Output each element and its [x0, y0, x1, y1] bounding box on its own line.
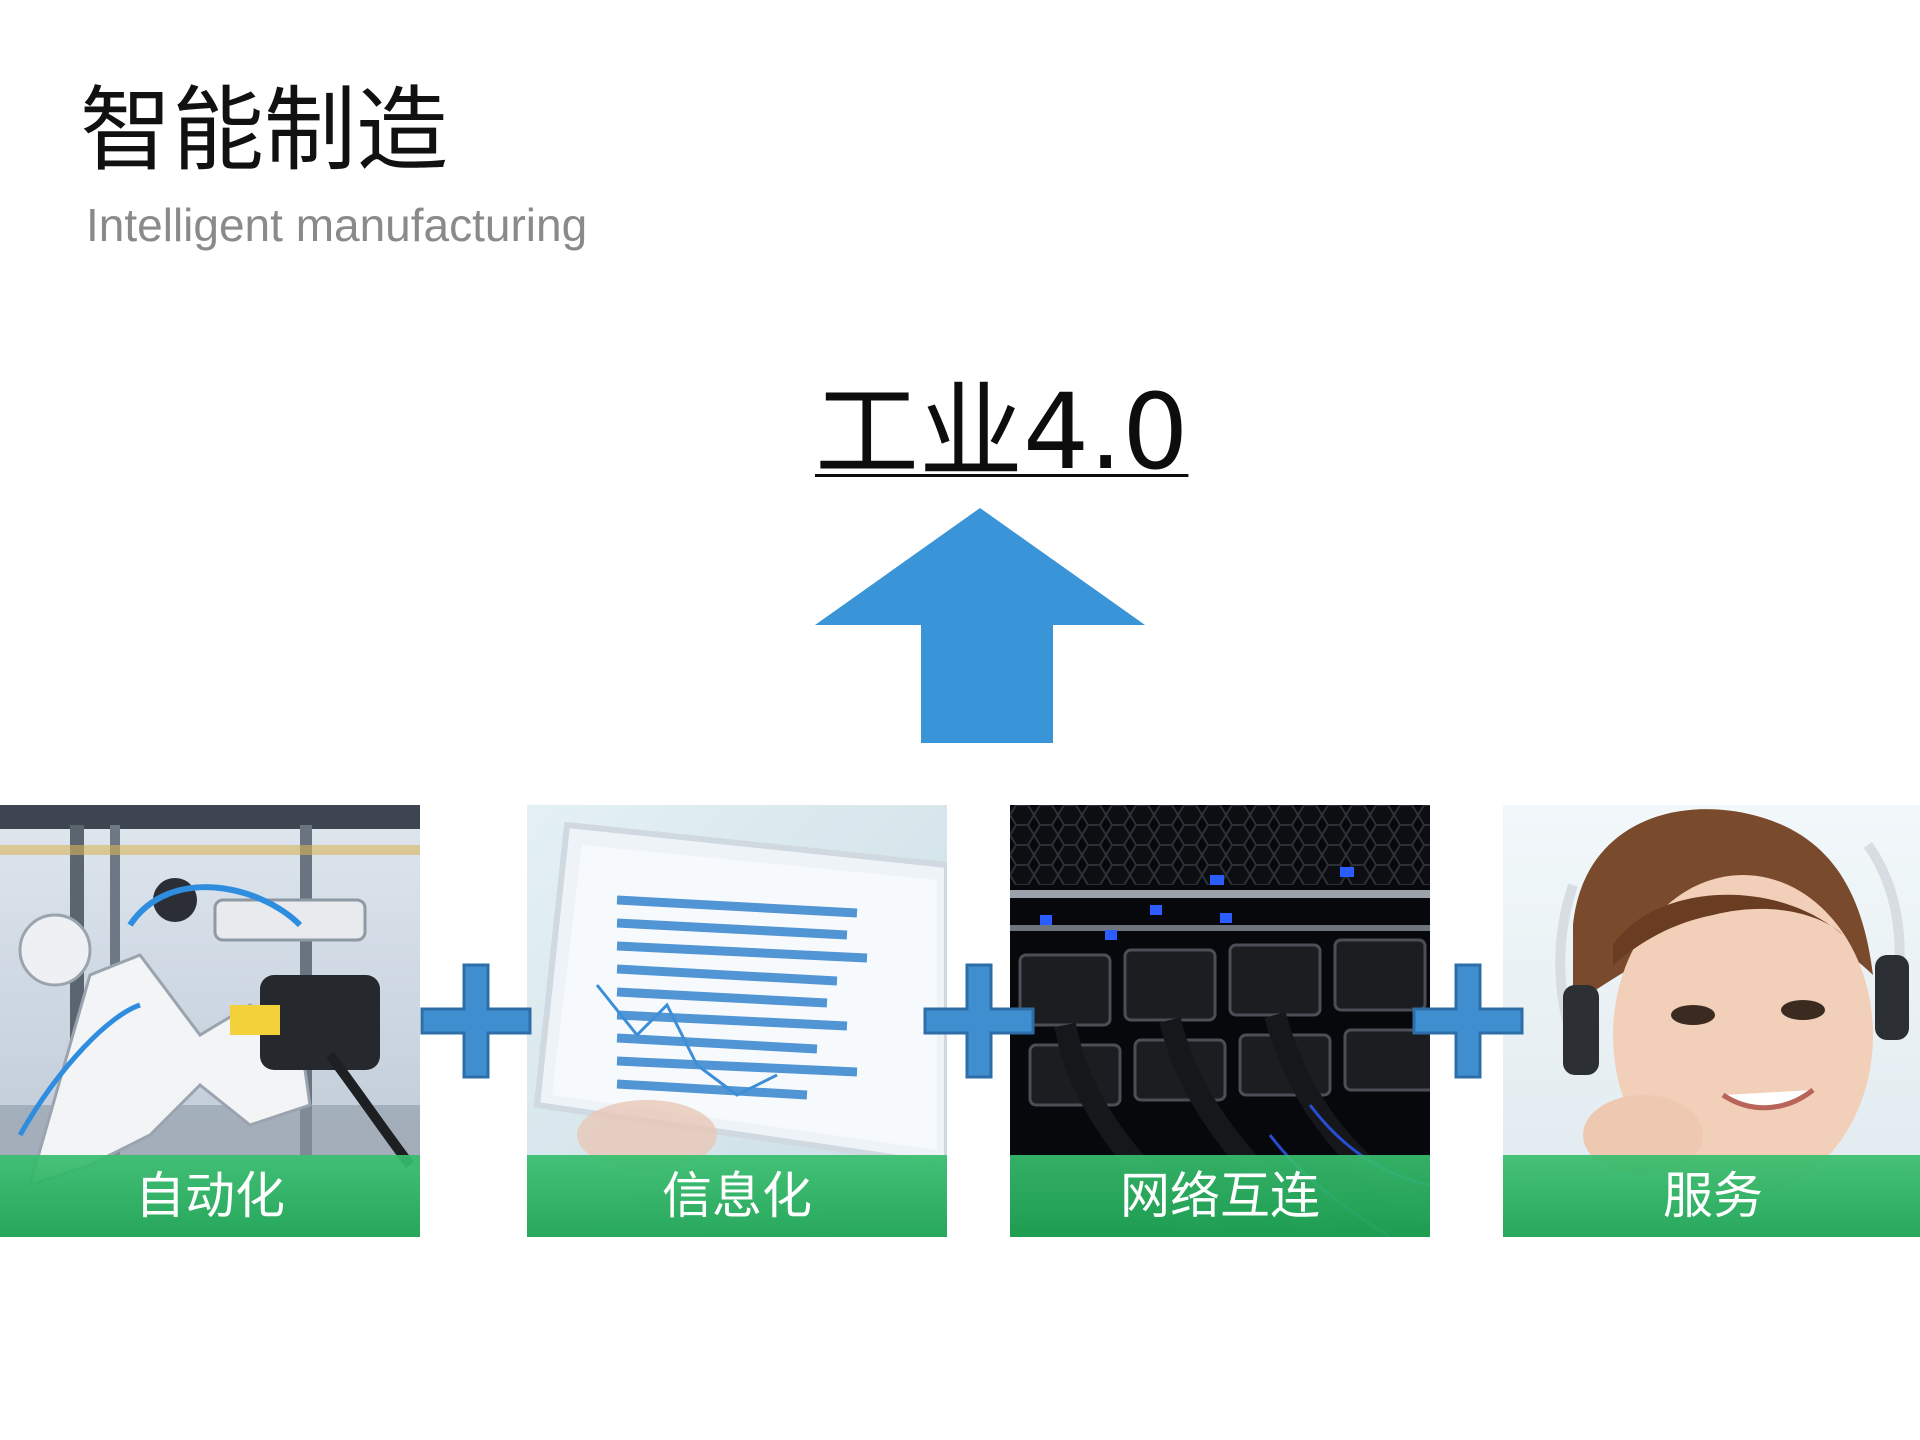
tile-label: 自动化 — [0, 1155, 420, 1237]
plus-icon — [923, 963, 1035, 1079]
tile-automation: 自动化 — [0, 805, 420, 1237]
tile-informatization: 信息化 — [527, 805, 947, 1237]
up-arrow-icon — [815, 508, 1145, 743]
tile-label: 服务 — [1503, 1155, 1920, 1237]
plus-icon — [420, 963, 532, 1079]
tile-service: 服务 — [1503, 805, 1920, 1237]
page-subtitle: Intelligent manufacturing — [86, 199, 588, 251]
tile-label: 网络互连 — [1010, 1155, 1430, 1237]
industrial-robot-arm-photo — [0, 805, 420, 1237]
tile-label: 信息化 — [527, 1155, 947, 1237]
tile-networking: 网络互连 — [1010, 805, 1430, 1237]
goal-heading: 工业4.0 — [815, 371, 1189, 493]
page-title: 智能制造 — [80, 77, 449, 184]
plus-icon — [1412, 963, 1524, 1079]
